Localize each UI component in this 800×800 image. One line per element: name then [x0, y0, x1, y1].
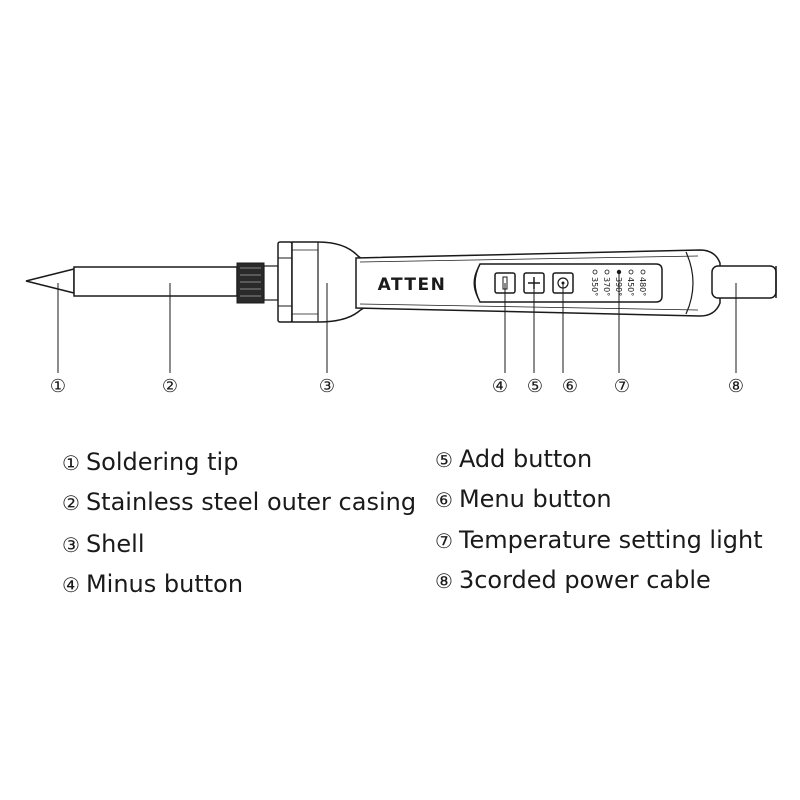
legend-marker: ⑦ — [435, 529, 453, 553]
temp-label-370: 370° — [602, 277, 611, 296]
legend-label: Shell — [85, 530, 145, 558]
temp-light-370 — [604, 269, 610, 275]
stainless-steel-casing — [73, 266, 238, 297]
leader-lines — [57, 272, 737, 373]
legend-marker: ③ — [62, 533, 80, 557]
temp-label-450: 450° — [626, 277, 635, 296]
callout-markers: ① ② ③ ④ ⑤ ⑥ ⑦ ⑧ — [50, 376, 744, 397]
legend-label: Add button — [458, 445, 593, 473]
callout-marker-7: ⑦ — [614, 376, 630, 397]
legend-label: Stainless steel outer casing — [85, 488, 417, 516]
legend-marker: ⑥ — [435, 488, 453, 512]
legend-label: Minus button — [85, 570, 244, 598]
temp-label-480: 480° — [638, 277, 647, 296]
brand-logo: ATTEN — [378, 275, 447, 295]
legend-marker: ⑧ — [435, 569, 453, 593]
temp-label-350: 350° — [590, 277, 599, 296]
callout-marker-2: ② — [162, 376, 178, 397]
legend-label: Soldering tip — [85, 448, 239, 476]
legend-marker: ⑤ — [435, 448, 453, 472]
soldering-tip — [25, 268, 75, 294]
flange — [277, 241, 293, 323]
coupling-nut — [236, 262, 279, 304]
callout-marker-6: ⑥ — [562, 376, 578, 397]
power-cable — [711, 265, 777, 299]
soldering-iron-diagram: ATTEN 350° 370° 390° 450° 480° — [25, 241, 777, 397]
callout-marker-1: ① — [50, 376, 66, 397]
temp-light-350 — [592, 269, 598, 275]
callout-marker-4: ④ — [492, 376, 508, 397]
legend-label: Menu button — [458, 485, 612, 513]
legend-label: Temperature setting light — [458, 526, 763, 554]
temp-light-480 — [640, 269, 646, 275]
callout-marker-5: ⑤ — [527, 376, 543, 397]
callout-marker-8: ⑧ — [728, 376, 744, 397]
callout-marker-3: ③ — [319, 376, 335, 397]
legend-marker: ② — [62, 491, 80, 515]
temp-light-450 — [628, 269, 634, 275]
legend-marker: ① — [62, 451, 80, 475]
legend-label: 3corded power cable — [458, 566, 711, 594]
legend-marker: ④ — [62, 573, 80, 597]
